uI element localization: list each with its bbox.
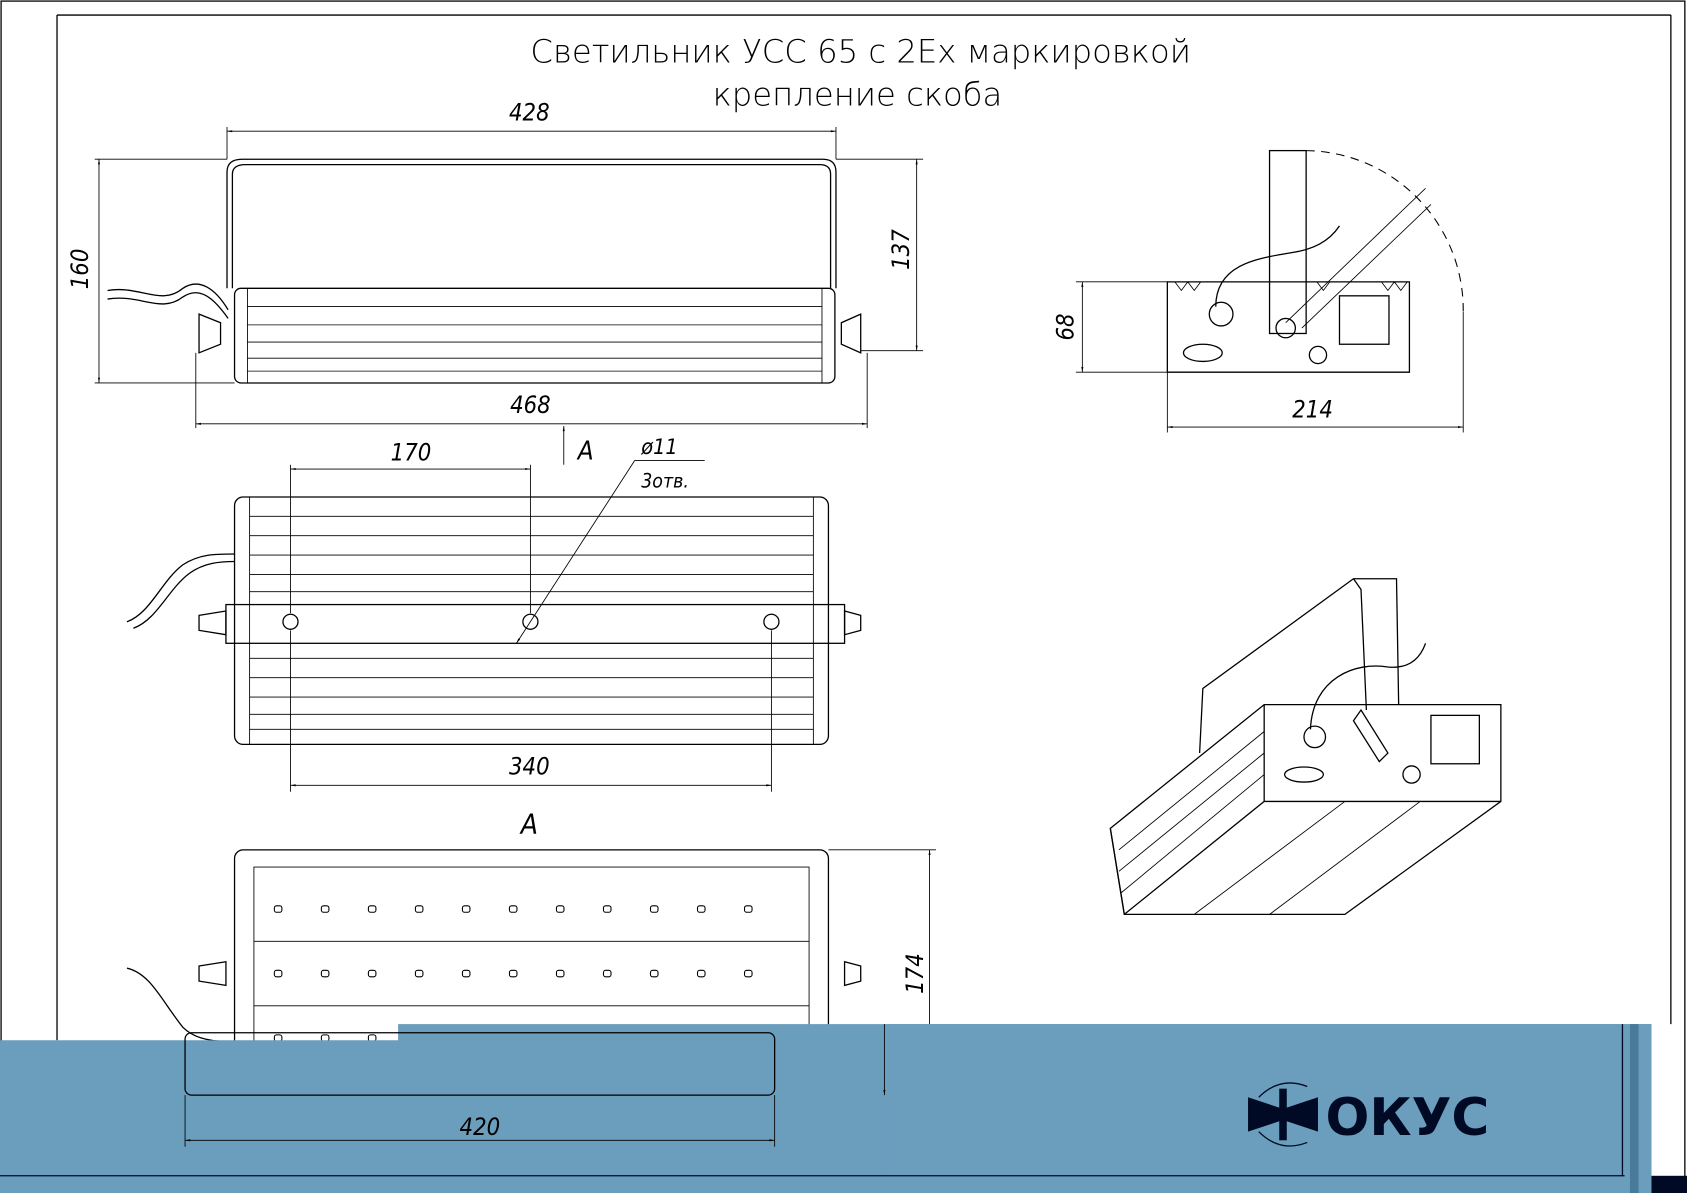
- dim-340: 340: [509, 753, 550, 781]
- dim-468: 468: [510, 391, 551, 419]
- led-dot: [414, 969, 424, 978]
- led-dot: [508, 905, 518, 913]
- led-dot: [461, 969, 471, 978]
- led-dot: [367, 969, 377, 978]
- top-dimensions: 170 ø11 3отв. 340: [290, 435, 772, 792]
- led-dot: [743, 905, 753, 913]
- led-dot: [602, 969, 612, 978]
- led-dot: [696, 905, 706, 913]
- led-dot: [367, 905, 377, 913]
- dim-160: 160: [66, 249, 94, 290]
- dim-170: 170: [391, 438, 432, 466]
- led-dot: [555, 969, 565, 978]
- drawing-title: Светильник УСС 65 с 2Ех маркировкой: [530, 32, 1191, 70]
- dim-hole-count: 3отв.: [641, 469, 689, 492]
- led-dot: [649, 905, 659, 913]
- front-view: [107, 158, 862, 384]
- dim-hole-diameter: ø11: [640, 435, 677, 460]
- bottom-dimensions: 174: [828, 849, 937, 1025]
- drawing-subtitle: крепление скоба: [713, 75, 1003, 113]
- dim-214: 214: [1292, 395, 1333, 423]
- side-view: 68 214: [1052, 149, 1464, 433]
- dim-420: 420: [460, 1113, 501, 1141]
- footer-band: 420: [0, 1024, 1687, 1193]
- view-a-title: A: [519, 808, 538, 841]
- focus-logo: ОКУС: [1248, 1082, 1490, 1148]
- dim-137: 137: [887, 229, 915, 270]
- dim-428: 428: [509, 98, 550, 126]
- view-a-arrow-label: A: [576, 436, 594, 466]
- led-dot: [602, 905, 612, 913]
- led-dot: [508, 969, 518, 978]
- dim-174: 174: [901, 953, 929, 994]
- isometric-view: [1109, 578, 1502, 916]
- front-dimensions: 428 160 137 468: [66, 98, 924, 429]
- led-dot: [649, 969, 659, 978]
- led-dot: [273, 905, 283, 913]
- led-dot: [743, 969, 753, 978]
- led-dot: [555, 905, 565, 913]
- dim-68: 68: [1052, 313, 1080, 340]
- logo-text: ОКУС: [1326, 1088, 1490, 1148]
- top-view: [126, 459, 862, 746]
- led-dot: [273, 969, 283, 978]
- led-dot: [320, 969, 330, 978]
- led-dot: [320, 905, 330, 913]
- led-dot: [696, 969, 706, 978]
- led-dot: [414, 905, 424, 913]
- led-dot: [461, 905, 471, 913]
- bottom-view: [126, 849, 862, 1098]
